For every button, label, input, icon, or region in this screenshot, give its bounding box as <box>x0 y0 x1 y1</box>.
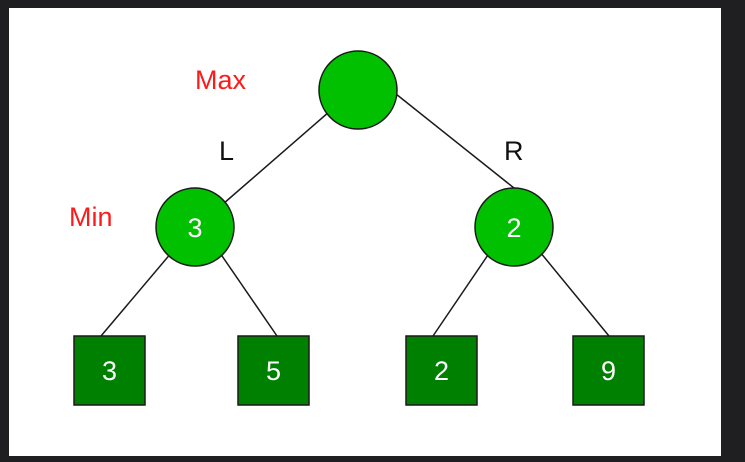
leaf-node-3-value: 2 <box>434 356 449 386</box>
min-node-left-value: 3 <box>187 213 202 243</box>
root-node <box>318 50 398 130</box>
right-branch-label: R <box>504 136 524 166</box>
min-node-right-value: 2 <box>506 213 521 243</box>
edge-root-left <box>222 104 338 205</box>
edge-left-leaf2 <box>219 252 278 337</box>
edge-root-right <box>395 93 515 189</box>
min-node-right: 2 <box>474 187 554 267</box>
edge-right-leaf3 <box>432 251 491 337</box>
leaf-node-4: 9 <box>572 335 645 406</box>
left-branch-label: L <box>219 136 234 166</box>
leaf-node-3: 2 <box>405 335 478 406</box>
minimax-tree-diagram: 3 2 3 5 2 9 Max <box>69 50 645 406</box>
edge-left-leaf1 <box>100 251 173 337</box>
leaf-node-1-value: 3 <box>102 356 117 386</box>
diagram-canvas: 3 2 3 5 2 9 Max <box>9 8 721 456</box>
min-node-left: 3 <box>155 187 235 267</box>
leaf-node-2: 5 <box>237 335 310 406</box>
max-level-label: Max <box>195 65 247 95</box>
leaf-node-4-value: 9 <box>601 356 616 386</box>
leaf-node-2-value: 5 <box>266 356 281 386</box>
min-level-label: Min <box>69 202 113 232</box>
leaf-node-1: 3 <box>73 335 146 406</box>
edge-right-leaf4 <box>539 251 610 337</box>
